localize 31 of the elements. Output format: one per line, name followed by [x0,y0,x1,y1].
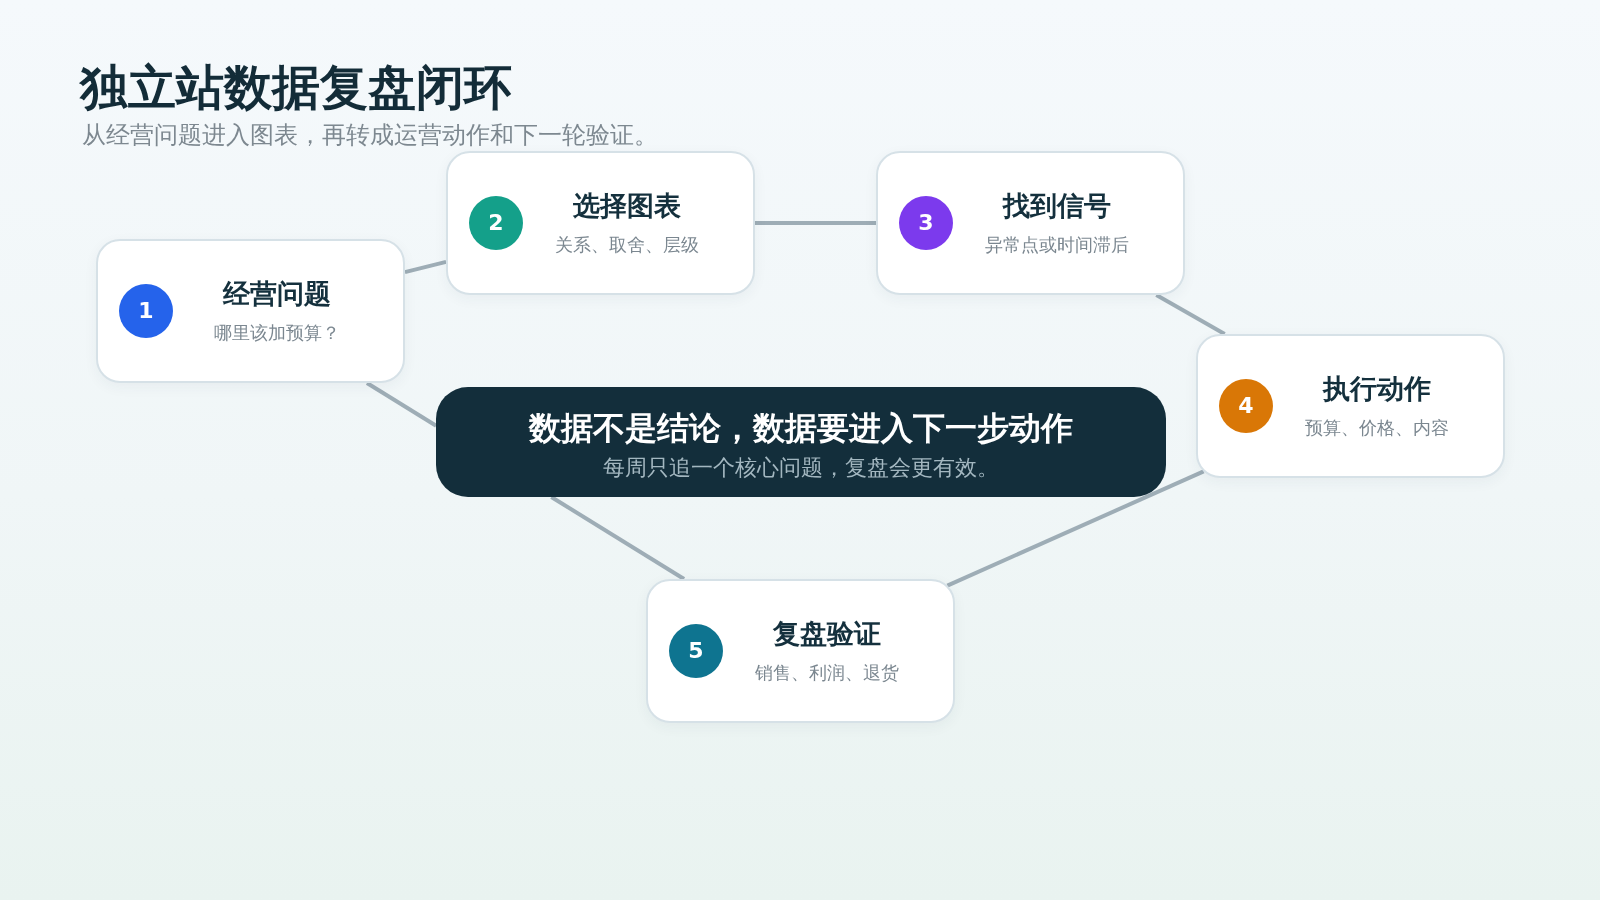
connector-line [365,381,438,428]
connector-line [755,221,876,225]
step-title: 选择图表 [573,190,681,223]
summary-heading: 数据不是结论，数据要进入下一步动作 [529,408,1073,447]
page-title: 独立站数据复盘闭环 [80,60,512,116]
connector-line [404,259,447,275]
step-title: 复盘验证 [773,618,881,651]
step-number: 1 [119,284,173,338]
step-description: 异常点或时间滞后 [985,234,1129,256]
step-title: 经营问题 [223,278,331,311]
step-description: 预算、价格、内容 [1305,417,1449,439]
step-description: 哪里该加预算？ [214,322,340,344]
step-title: 找到信号 [1003,190,1111,223]
step-number: 2 [469,196,523,250]
connector-line [1155,293,1226,336]
step-number: 5 [669,624,723,678]
connector-line [946,469,1205,588]
connector-line [550,495,686,581]
step-description: 销售、利润、退货 [755,662,899,684]
step-card [1196,334,1505,478]
summary-panel [436,387,1166,497]
step-card [96,239,405,383]
step-number: 3 [899,196,953,250]
step-card [646,579,955,723]
step-card [876,151,1185,295]
summary-note: 每周只追一个核心问题，复盘会更有效。 [603,455,999,482]
page-subtitle: 从经营问题进入图表，再转成运营动作和下一轮验证。 [82,121,658,150]
step-description: 关系、取舍、层级 [555,234,699,256]
step-card [446,151,755,295]
step-title: 执行动作 [1323,373,1431,406]
step-number: 4 [1219,379,1273,433]
